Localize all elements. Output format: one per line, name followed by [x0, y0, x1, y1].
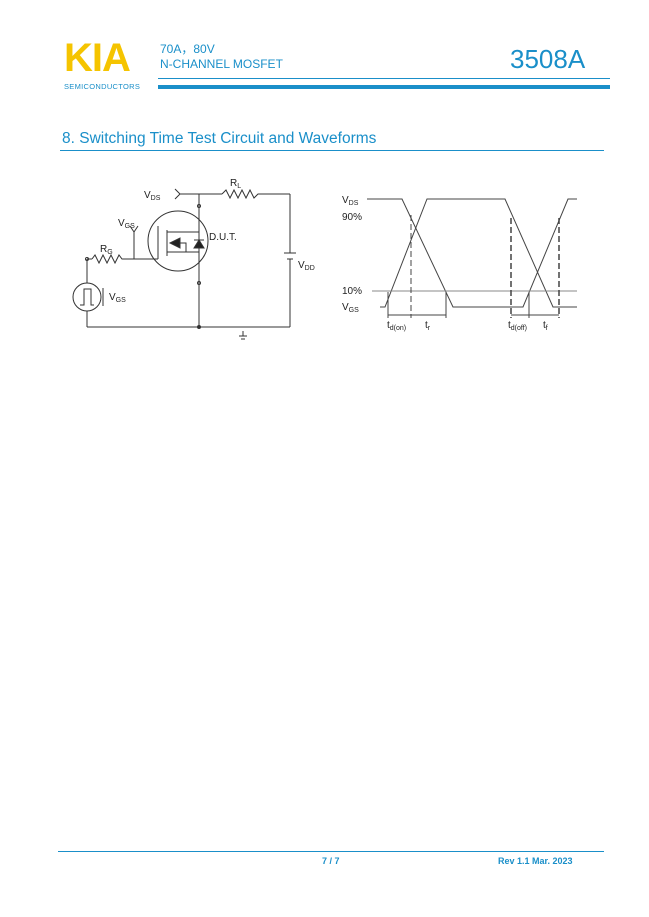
rl-label: RL — [230, 178, 241, 190]
vds-probe-arrow — [174, 188, 181, 200]
waveform-labels: VDS 90% 10% VGS td(on) tr td(off) tf — [342, 195, 548, 332]
vgs-probe-label: VGS — [118, 218, 135, 230]
device-type: N-CHANNEL MOSFET — [160, 57, 283, 71]
switching-waveforms — [367, 198, 577, 318]
rg-resistor — [91, 253, 158, 265]
rl-resistor — [221, 188, 262, 200]
tr-label: tr — [425, 320, 431, 332]
logo-subtitle: SEMICONDUCTORS — [64, 82, 141, 91]
vdd-battery — [284, 252, 296, 260]
section-title: 8. Switching Time Test Circuit and Wavef… — [62, 130, 377, 147]
vds-level-label: VDS — [342, 195, 359, 207]
kia-logo: KIA — [64, 36, 131, 80]
vds-waveform — [367, 198, 577, 308]
td-on-label: td(on) — [387, 320, 406, 332]
rating-text: 70A，80V — [160, 42, 215, 56]
vds-label: VDS — [144, 190, 161, 202]
footer-divider — [58, 851, 604, 852]
vdd-label: VDD — [298, 260, 315, 272]
vgs-waveform — [380, 198, 577, 308]
section-divider — [60, 150, 604, 151]
ground-icon — [239, 331, 247, 340]
td-off-label: td(off) — [508, 320, 527, 332]
timing-markers — [410, 215, 560, 318]
pulse-generator — [72, 282, 102, 312]
ten-percent-label: 10% — [342, 286, 362, 297]
header-divider-thin — [158, 78, 610, 79]
body-diode — [193, 239, 205, 249]
page-number: 7 / 7 — [322, 856, 340, 866]
vgs-level-label: VGS — [342, 302, 359, 314]
dut-label: D.U.T. — [209, 232, 237, 243]
tf-label: tf — [543, 320, 548, 332]
vgs-source-label: VGS — [109, 292, 126, 304]
body-arrow — [168, 237, 181, 249]
rg-label: RG — [100, 244, 113, 256]
test-circuit — [72, 188, 296, 340]
circuit-labels: VDS RL VGS RG D.U.T. VDD VGS — [100, 178, 315, 304]
ninety-percent-label: 90% — [342, 212, 362, 223]
part-number: 3508A — [510, 44, 586, 74]
revision: Rev 1.1 Mar. 2023 — [498, 856, 573, 866]
header-divider-thick — [158, 85, 610, 89]
mosfet-symbol — [147, 210, 209, 272]
